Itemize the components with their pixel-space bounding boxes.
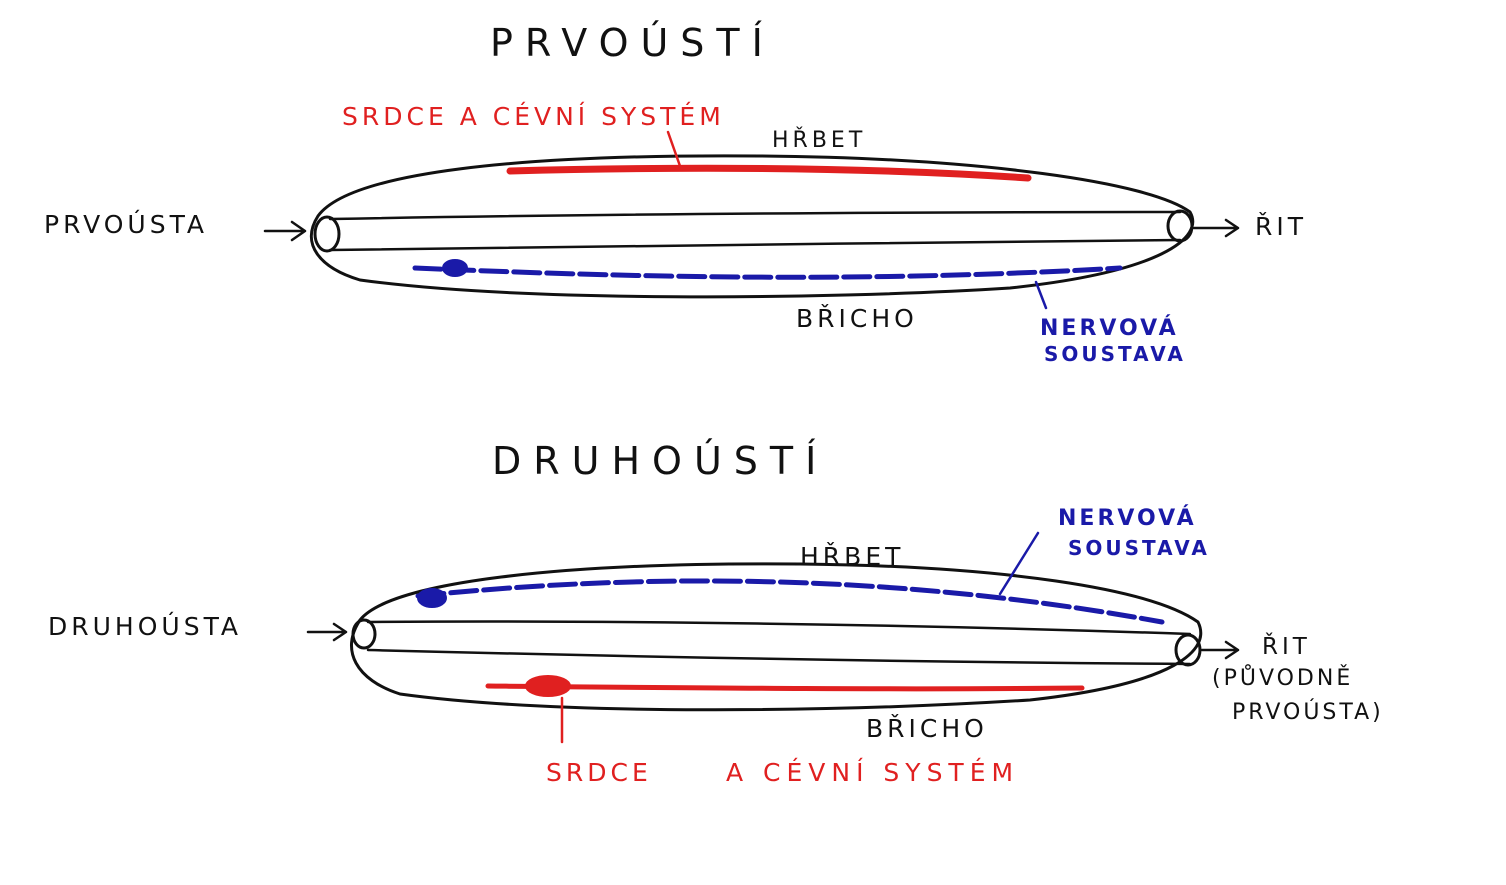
protostome-heart-vessel	[506, 164, 1032, 182]
protostome-gut-upper	[328, 210, 1182, 221]
deuterostome-heart	[525, 675, 571, 697]
deuterostome-anus-note-line1: (PŮVODNĚ	[1212, 666, 1354, 691]
deuterostome-mouth-label: DRUHOÚSTA	[48, 612, 242, 641]
protostome-anus-opening	[1166, 209, 1194, 243]
protostome-nerve-ganglion	[442, 259, 468, 277]
protostome-nerve-label-line2: SOUSTAVA	[1044, 342, 1186, 366]
protostome-body-outline	[309, 154, 1195, 299]
protostome-anus-arrow	[1192, 218, 1240, 238]
deuterostome-mouth-arrow	[306, 622, 348, 642]
deuterostome-nerve-ganglion	[417, 588, 447, 608]
deuterostome-mouth-opening	[351, 618, 377, 650]
protostome-nerve-cord	[412, 265, 1123, 280]
deuterostome-nerve-leader	[998, 531, 1040, 596]
protostome-dorsal-label: HŘBET	[772, 128, 867, 153]
protostome-mouth-label: PRVOÚSTA	[44, 210, 209, 239]
deuterostome-gut-lower	[366, 648, 1192, 666]
deuterostome-dorsal-label: HŘBET	[800, 542, 905, 571]
deuterostome-anus-label: ŘIT	[1262, 634, 1311, 660]
protostome-title: PRVOÚSTÍ	[490, 21, 775, 65]
protostome-nerve-leader	[1034, 280, 1048, 310]
deuterostome-title: DRUHOÚSTÍ	[492, 439, 829, 483]
deuterostome-anus-arrow	[1200, 640, 1240, 660]
deuterostome-heart-label-part2: A CÉVNÍ SYSTÉM	[726, 758, 1020, 787]
protostome-anus-label: ŘIT	[1255, 212, 1308, 241]
deuterostome-ventral-label: BŘICHO	[866, 714, 988, 743]
protostome-mouth-arrow	[263, 220, 307, 242]
protostome-mouth-opening	[313, 215, 341, 253]
deuterostome-anus-opening	[1174, 633, 1202, 667]
protostome-ventral-label: BŘICHO	[796, 304, 918, 333]
protostome-heart-label: SRDCE A CÉVNÍ SYSTÉM	[342, 102, 725, 131]
protostome-gut-lower	[328, 238, 1182, 252]
deuterostome-nerve-label-line1: NERVOVÁ	[1058, 506, 1197, 531]
deuterostome-heart-vessel	[485, 683, 1085, 692]
protostome-nerve-label-line1: NERVOVÁ	[1040, 316, 1179, 341]
deuterostome-gut-upper	[366, 620, 1192, 636]
deuterostome-anus-note-line2: PRVOÚSTA)	[1232, 700, 1384, 725]
protostome-heart-leader	[666, 130, 682, 168]
deuterostome-nerve-label-line2: SOUSTAVA	[1068, 536, 1210, 560]
deuterostome-heart-label-part1: SRDCE	[546, 758, 652, 787]
deuterostome-body-outline	[350, 562, 1203, 712]
deuterostome-nerve-cord	[415, 578, 1165, 625]
